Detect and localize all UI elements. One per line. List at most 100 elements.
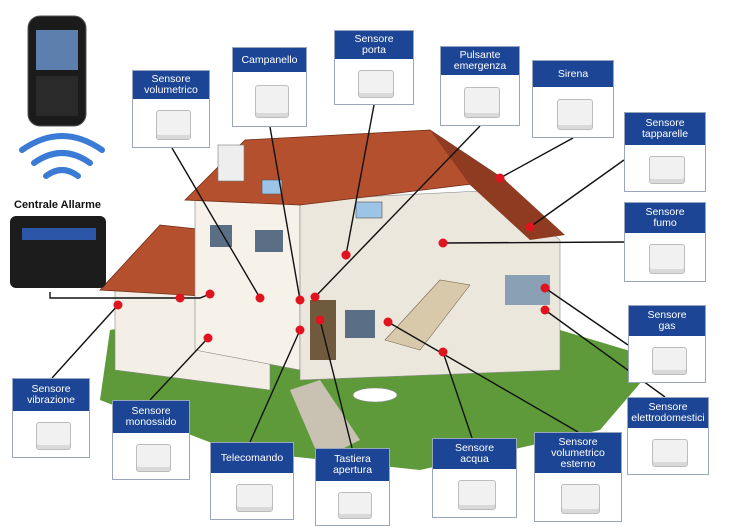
sensor-marker-volumetrico: [255, 293, 265, 303]
sensor-device-image: [156, 110, 191, 140]
sensor-title-line: Sensore: [648, 401, 688, 413]
main-wall: [194, 194, 301, 371]
sensor-device-image: [36, 422, 71, 450]
sensor-title-line: Campanello: [241, 53, 298, 66]
sensor-title-line: Sensore: [454, 442, 495, 454]
leader-line-acqua: [442, 351, 473, 439]
leader-line-sirena: [499, 137, 574, 179]
sensor-marker-vibrazione: [113, 300, 123, 310]
leader-line-tastiera: [319, 319, 353, 449]
sensor-marker-tastiera: [315, 315, 325, 325]
sensor-title-line: emergenza: [453, 60, 507, 72]
leader-line-porta: [345, 104, 375, 256]
leader-line-telecomando: [249, 329, 301, 443]
sensor-title-line: porta: [362, 44, 386, 56]
leader-line-fumo: [442, 241, 625, 244]
sensor-marker-acqua: [438, 347, 448, 357]
sensor-marker-tapparelle: [525, 222, 535, 232]
sensor-title-line: Sensore: [151, 73, 191, 85]
sensor-title: Sirena: [533, 61, 613, 87]
sensor-title-line: volumetrico: [551, 446, 605, 459]
hub-label: Centrale Allarme: [14, 199, 102, 211]
sensor-card-telecomando: Telecomando: [210, 442, 294, 520]
sensor-marker-telecomando: [295, 325, 305, 335]
alarm-control-panel: [10, 216, 106, 288]
house-marker-2: [341, 250, 351, 260]
sensor-marker-monossido: [203, 333, 213, 343]
sensor-markers: [113, 173, 550, 357]
path-walkway: [290, 380, 360, 460]
sensor-title-line: gas: [658, 320, 676, 332]
sensor-title-line: Sirena: [557, 67, 589, 80]
leader-line-gas: [544, 287, 629, 346]
house-marker-1: [175, 293, 185, 303]
sensor-marker-emergenza: [310, 292, 320, 302]
sensor-title-line: esterno: [560, 457, 596, 470]
sensor-card-campanello: Campanello: [232, 47, 307, 127]
leader-line-campanello: [269, 126, 301, 301]
leader-line-volumetrico-esterno: [387, 321, 579, 433]
sensor-device-image: [557, 99, 593, 130]
sensor-title: Telecomando: [211, 443, 293, 473]
sensor-marker-volumetrico-esterno: [383, 317, 393, 327]
sensor-marker-sirena: [495, 173, 505, 183]
leader-line-monossido: [149, 337, 209, 401]
wifi-icon: [19, 133, 105, 179]
sensor-device-image: [358, 70, 394, 98]
sensor-device-image: [236, 484, 273, 512]
house-marker-0: [205, 289, 215, 299]
sensor-card-sirena: Sirena: [532, 60, 614, 138]
sensor-device-image: [338, 492, 372, 519]
sensor-marker-fumo: [438, 238, 448, 248]
leader-line-tapparelle: [529, 159, 625, 228]
sensor-title-line: volumetrico: [144, 84, 198, 96]
sensor-device-image: [136, 444, 171, 472]
leader-line-emergenza: [314, 125, 481, 298]
sensor-title-line: Telecomando: [220, 451, 284, 464]
sensor-title-line: Sensore: [354, 33, 394, 45]
sensor-title: Campanello: [233, 48, 306, 72]
sensor-title-line: Sensore: [645, 206, 685, 218]
sensor-marker-elettrodomestici: [540, 305, 550, 315]
sensor-device-image: [255, 85, 289, 118]
side-roof: [430, 130, 565, 240]
window-3: [345, 310, 375, 338]
leader-line-vibrazione: [51, 304, 119, 379]
sensor-title-line: Sensore: [31, 383, 71, 395]
sensor-device-image: [464, 87, 500, 118]
sensor-device-image: [652, 439, 688, 467]
sensor-device-image: [652, 347, 687, 375]
sensor-device-image: [561, 484, 600, 514]
sensor-device-image: [649, 156, 685, 184]
leader-lines: [49, 104, 666, 449]
sensor-title-line: Sensore: [645, 117, 685, 129]
sensor-title-line: Pulsante: [459, 49, 501, 61]
leader-line-volumetrico: [171, 147, 261, 299]
sensor-title-line: tapparelle: [641, 128, 689, 140]
skylight-left: [261, 179, 283, 195]
patio-table: [352, 387, 398, 403]
sensor-title-line: Sensore: [558, 435, 598, 448]
sensor-device-image: [458, 480, 496, 510]
sensor-title-line: monossido: [125, 416, 177, 428]
